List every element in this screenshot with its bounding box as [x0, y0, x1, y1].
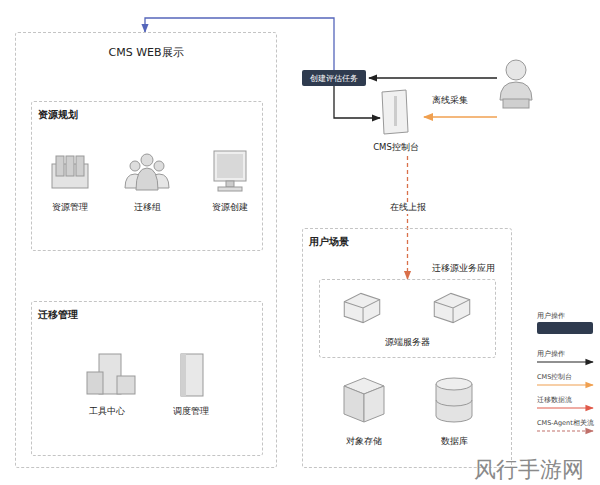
group-box: 资源规划资源管理 迁移组 资源创建: [31, 101, 263, 251]
edge-label: 在线上报: [388, 202, 428, 214]
icon-node: 对象存储: [334, 376, 394, 448]
icon-caption: 源端服务器: [385, 337, 430, 349]
legend-text: CMS-Agent相关流: [537, 419, 594, 428]
icon-caption: 数据库: [441, 436, 468, 448]
group-title: CMS WEB展示: [108, 45, 183, 60]
user-line: [369, 77, 497, 78]
icon-node: 资源管理: [40, 150, 100, 214]
legend-text: 用户操作: [537, 312, 565, 321]
connector: [334, 86, 380, 118]
group-box: CMS WEB展示资源规划资源管理 迁移组 资源创建迁移管理工具中心 调度管理: [15, 32, 277, 468]
icon-caption: 调度管理: [173, 406, 209, 418]
group-box: 迁移源业务应用源端服务器: [319, 279, 496, 358]
watermark: 风行手游网: [472, 455, 586, 485]
icon: [200, 147, 260, 195]
icon: [40, 150, 100, 198]
flow-label: 离线采集: [430, 95, 470, 107]
group-box: 用户场景迁移源业务应用源端服务器对象存储数据库: [302, 228, 512, 468]
icon-node: 工具中心: [72, 350, 142, 418]
icon-node: 数据库: [424, 376, 484, 448]
icon-caption: 资源管理: [52, 202, 88, 214]
icon-node: CMS控制台: [366, 88, 426, 154]
legend-text: 迁移数据流: [537, 396, 572, 405]
group-heading: 迁移源业务应用: [432, 263, 495, 275]
icon-caption: 资源创建: [212, 202, 248, 214]
box-label: 创建评估任务: [310, 73, 358, 84]
legend-line: [537, 407, 593, 408]
legend-swatch: [537, 322, 593, 334]
group-title: 迁移管理: [38, 308, 78, 322]
icon-node: 迁移组: [117, 150, 177, 214]
icon: [334, 376, 394, 424]
icon: [338, 290, 386, 326]
legend-text: CMS控制台: [537, 373, 572, 382]
icon-node: 资源创建: [200, 147, 260, 214]
legend-text: 用户操作: [537, 350, 565, 359]
connector: [145, 18, 334, 70]
icon-caption: 工具中心: [89, 406, 125, 418]
icon: [77, 350, 137, 398]
icon-caption: CMS控制台: [373, 142, 419, 154]
group-title: 资源规划: [38, 108, 78, 122]
action-box: 创建评估任务: [302, 70, 366, 86]
legend-line: [537, 430, 593, 431]
icon-caption: 迁移组: [134, 202, 161, 214]
icon-caption: 对象存储: [346, 436, 382, 448]
legend-line: [537, 361, 593, 362]
icon: [428, 290, 476, 326]
connector: [407, 156, 408, 279]
icon-node: 调度管理: [160, 350, 222, 418]
offline-line: [424, 116, 497, 118]
legend-line: [537, 384, 593, 385]
icon: [366, 88, 426, 136]
icon: [424, 376, 484, 424]
icon: [161, 350, 221, 398]
user-icon: [500, 60, 532, 108]
group-title: 用户场景: [309, 235, 349, 249]
icon: [117, 150, 177, 198]
group-box: 迁移管理工具中心 调度管理: [31, 301, 263, 456]
